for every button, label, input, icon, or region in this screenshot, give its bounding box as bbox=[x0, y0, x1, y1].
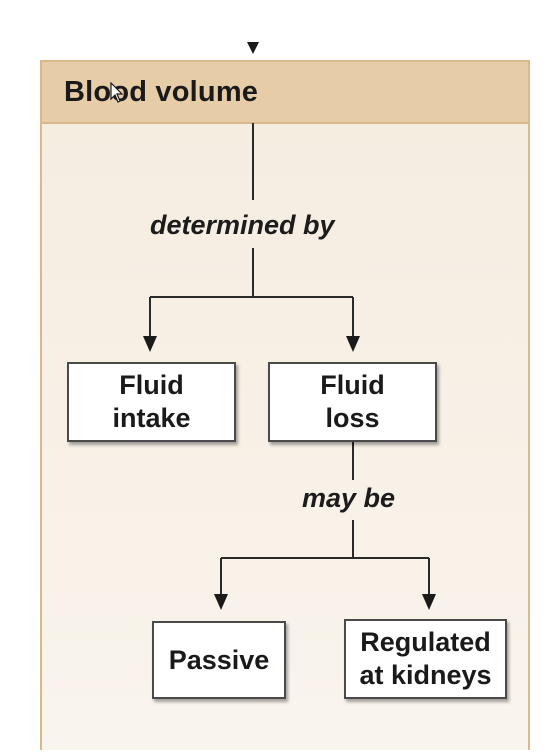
arrowhead-fluid-loss bbox=[346, 336, 360, 352]
panel-title: Blood volume bbox=[64, 76, 259, 108]
fluid-intake-box: Fluid intake bbox=[67, 362, 236, 442]
regulated-at-kidneys-box: Regulated at kidneys bbox=[344, 619, 507, 699]
arrowhead-regulated bbox=[422, 594, 436, 610]
mouse-cursor-icon bbox=[110, 82, 124, 103]
arrowhead-fluid-intake bbox=[143, 336, 157, 352]
fluid-intake-line-2: intake bbox=[112, 403, 191, 433]
fluid-loss-box: Fluid loss bbox=[268, 362, 437, 442]
incoming-arrowhead bbox=[247, 42, 259, 54]
panel-header: Blood volume bbox=[42, 62, 528, 124]
arrowhead-passive bbox=[214, 594, 228, 610]
fluid-intake-line-1: Fluid bbox=[119, 370, 184, 400]
determined-by-label: determined by bbox=[150, 210, 335, 240]
passive-line-1: Passive bbox=[168, 644, 270, 675]
passive-box: Passive bbox=[152, 621, 286, 699]
fluid-loss-line-1: Fluid bbox=[320, 370, 385, 400]
regulated-line-1: Regulated bbox=[360, 627, 491, 657]
may-be-label: may be bbox=[302, 483, 396, 513]
fluid-loss-line-2: loss bbox=[325, 403, 380, 433]
regulated-line-2: at kidneys bbox=[359, 660, 492, 690]
